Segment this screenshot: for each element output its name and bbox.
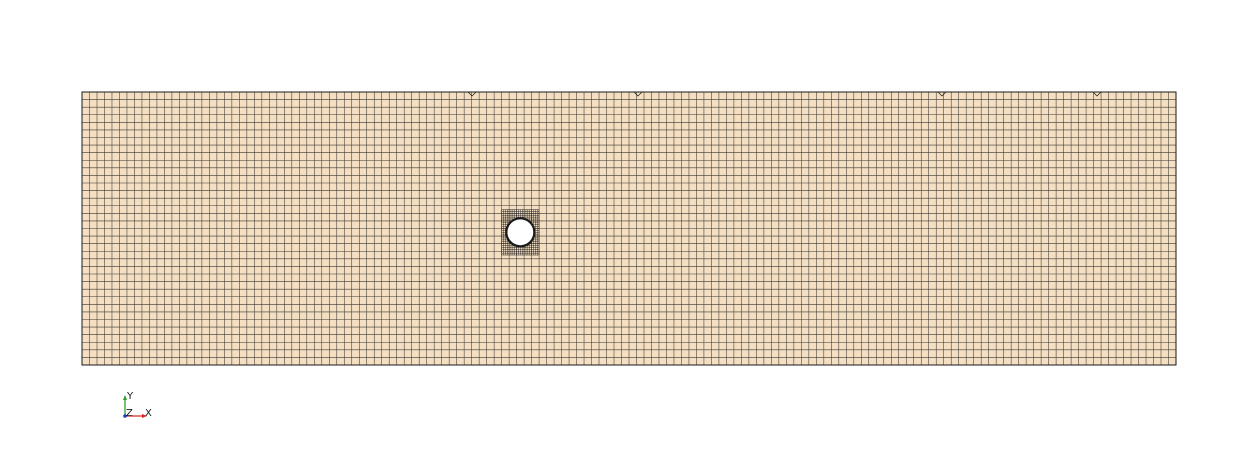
- top-edge-mark: [1092, 91, 1102, 97]
- top-edge-mark: [467, 91, 477, 97]
- orientation-axes: Y Z X: [123, 391, 152, 419]
- top-edge-mark: [633, 91, 643, 97]
- y-axis-arrowhead: [123, 395, 127, 400]
- domain-border: [81, 91, 1177, 366]
- x-axis-arrowhead: [142, 414, 147, 418]
- z-axis-dot: [123, 414, 127, 418]
- mesh-domain: [81, 91, 1177, 366]
- top-edge-mark: [937, 91, 947, 97]
- top-edge-marks: [467, 91, 1102, 97]
- z-axis-label: Z: [126, 408, 133, 419]
- y-axis-label: Y: [126, 391, 134, 402]
- cylinder-hole: [505, 217, 536, 248]
- x-axis-label: X: [145, 408, 152, 419]
